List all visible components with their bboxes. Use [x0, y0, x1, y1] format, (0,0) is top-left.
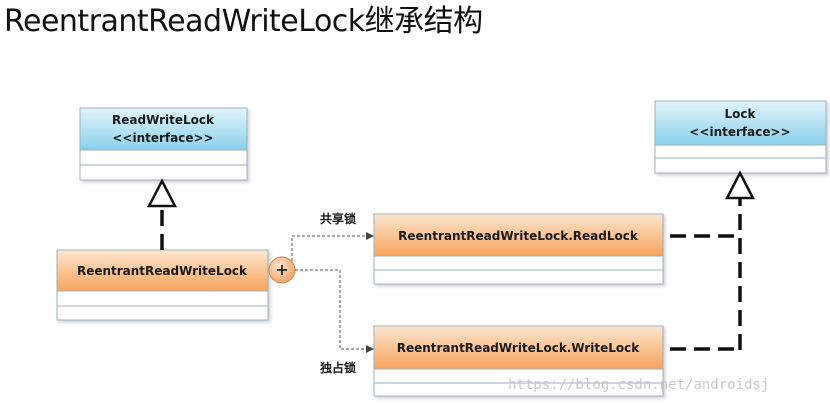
class-box-readlock	[373, 213, 664, 285]
arrowhead-readlock	[366, 232, 374, 240]
edge-label-shared-lock: 共享锁	[320, 211, 356, 226]
stereotype-lock: <<interface>>	[689, 125, 790, 139]
nesting-plus-icon: +	[268, 256, 296, 284]
realization-arrow-lock	[670, 170, 756, 351]
realization-arrow-readwritelock	[146, 178, 178, 250]
class-box-reentrantreadwritelock	[56, 249, 269, 321]
nesting-connectors	[285, 235, 370, 350]
nesting-plus-symbol: +	[275, 260, 288, 279]
class-box-readwritelock	[79, 107, 248, 181]
watermark: https://blog.csdn.net/androidsj	[508, 377, 769, 393]
page-title: ReentrantReadWriteLock继承结构	[4, 4, 483, 39]
class-box-writelock	[373, 325, 664, 397]
stereotype-readwritelock: <<interface>>	[112, 131, 213, 145]
class-name-lock: Lock	[725, 107, 757, 121]
class-name-readlock: ReentrantReadWriteLock.ReadLock	[398, 229, 639, 243]
class-name-writelock: ReentrantReadWriteLock.WriteLock	[397, 341, 641, 355]
arrowhead-writelock	[366, 345, 374, 353]
edge-label-exclusive-lock: 独占锁	[319, 360, 356, 375]
class-name-reentrantreadwritelock: ReentrantReadWriteLock	[77, 264, 248, 278]
class-box-lock	[654, 100, 827, 174]
class-name-readwritelock: ReadWriteLock	[112, 113, 215, 127]
